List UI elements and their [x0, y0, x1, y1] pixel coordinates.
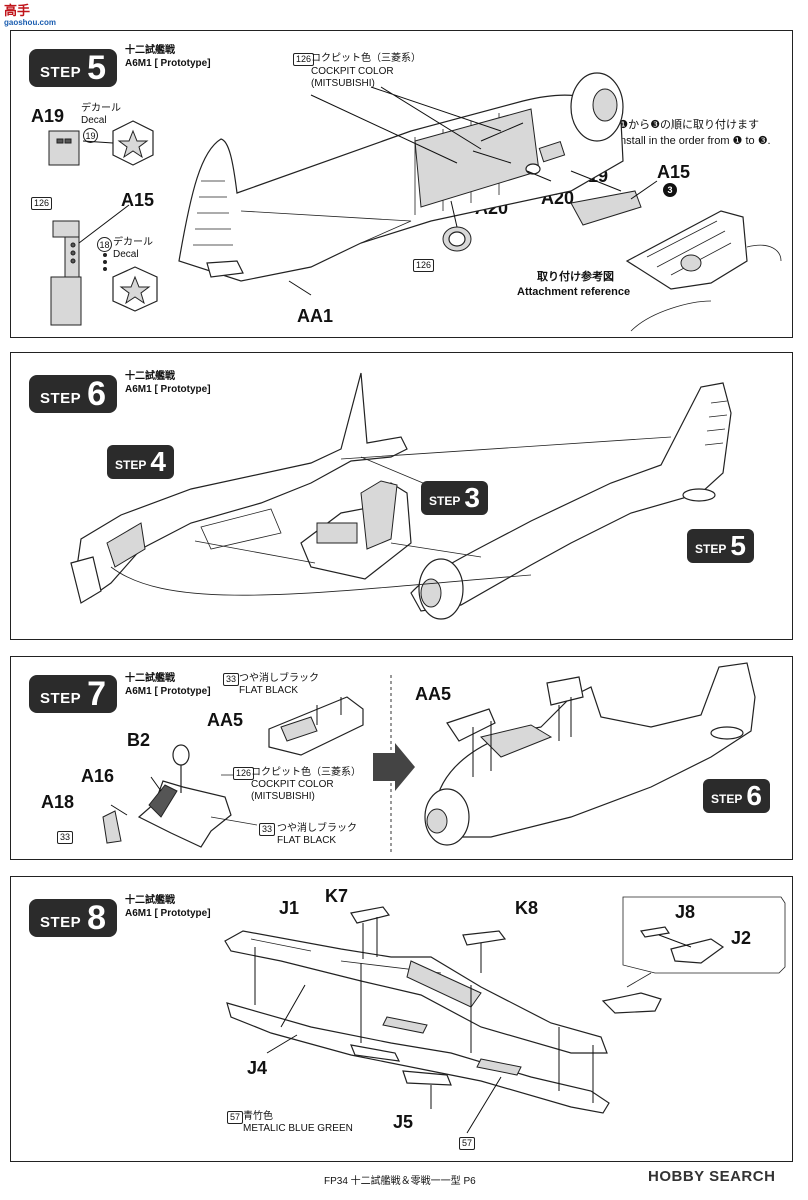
paint-code: 33	[259, 823, 276, 836]
paint-code: 126	[31, 197, 53, 210]
step-6-illustration	[70, 372, 732, 620]
paint-name-en: METALIC BLUE GREEN	[243, 1123, 353, 1134]
decal-label-en: Decal	[81, 115, 107, 126]
paint-name-jp: つや消しブラック	[239, 673, 319, 684]
paint-name-jp: つや消しブラック	[277, 823, 357, 834]
part-a18-label: A18	[41, 792, 75, 812]
paint-name-jp: コクピット色（三菱系）	[311, 53, 421, 64]
model-name-jp: 十二試艦戦	[125, 895, 175, 906]
model-name-en: A6M1 [ Prototype]	[125, 58, 211, 69]
brand-watermark: HOBBY SEARCH	[648, 1168, 776, 1185]
paint-name-en: COCKPIT COLOR	[251, 779, 334, 790]
model-name-en: A6M1 [ Prototype]	[125, 384, 211, 395]
model-name-jp: 十二試艦戦	[125, 371, 175, 382]
part-aa5-label: AA5	[207, 710, 244, 730]
model-name-en: A6M1 [ Prototype]	[125, 686, 211, 697]
paint-name-en-sub: (MITSUBISHI)	[251, 791, 315, 802]
paint-code: 126	[293, 53, 315, 66]
part-a16-label: A16	[81, 766, 115, 786]
part-a15-label: A15	[121, 190, 155, 210]
part-j5-label: J5	[393, 1112, 414, 1132]
decal-number: 19	[83, 128, 98, 143]
order-step-3: 3	[663, 183, 677, 197]
part-aa1-label: AA1	[297, 306, 334, 326]
part-aa5-label: AA5	[415, 684, 452, 704]
decal-label-jp: デカール	[113, 237, 153, 248]
step-7-illustration	[102, 662, 756, 853]
paint-name-en: COCKPIT COLOR	[311, 66, 394, 77]
order-note-en: Install in the order from ❶ to ❸.	[617, 135, 771, 147]
paint-code: 33	[57, 831, 74, 844]
part-j4-label: J4	[247, 1058, 268, 1078]
reference-label-en: Attachment reference	[517, 286, 631, 298]
paint-name-en: FLAT BLACK	[277, 835, 337, 846]
paint-name-en: FLAT BLACK	[239, 685, 299, 696]
paint-name-en-sub: (MITSUBISHI)	[311, 78, 375, 89]
part-a15-label: A15	[657, 162, 691, 182]
part-j1-label: J1	[279, 898, 300, 918]
paint-name-jp: コクピット色（三菱系）	[251, 767, 361, 778]
step-5-illustration	[48, 72, 782, 332]
reference-label-jp: 取り付け参考図	[537, 271, 614, 283]
model-name-jp: 十二試艦戦	[125, 673, 175, 684]
order-note-jp: ※❶から❸の順に取り付けます	[609, 119, 759, 131]
step-8-illustration	[224, 896, 786, 1134]
part-a19-label: A19	[31, 106, 65, 126]
model-name-en: A6M1 [ Prototype]	[125, 908, 211, 919]
paint-code: 57	[459, 1137, 476, 1150]
part-k8-label: K8	[515, 898, 539, 918]
decal-label-jp: デカール	[81, 103, 121, 114]
decal-number: 18	[97, 237, 112, 252]
paint-code: 126	[233, 767, 255, 780]
paint-name-jp: 青竹色	[243, 1111, 273, 1122]
decal-label-en: Decal	[113, 249, 139, 260]
part-b2-label: B2	[127, 730, 151, 750]
part-k7-label: K7	[325, 886, 349, 906]
paint-code: 57	[227, 1111, 244, 1124]
model-name-jp: 十二試艦戦	[125, 45, 175, 56]
part-j2-label: J2	[731, 928, 752, 948]
paint-code: 33	[223, 673, 240, 686]
paint-code: 126	[413, 259, 435, 272]
page-footer: FP34 十二試艦戦＆零戦一一型 P6	[324, 1176, 476, 1187]
part-j8-label: J8	[675, 902, 696, 922]
